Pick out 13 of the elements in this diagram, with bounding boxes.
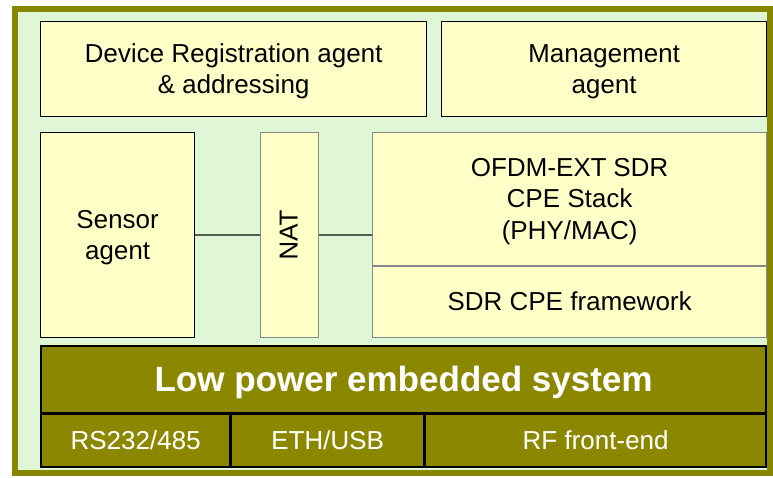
outer-frame	[12, 6, 773, 476]
interface-box: RS232/485	[40, 413, 231, 468]
agent-box: Device Registration agent & addressing	[40, 21, 427, 117]
connector-line	[195, 234, 260, 236]
interface-box: ETH/USB	[230, 413, 425, 468]
agent-box: Sensor agent	[40, 132, 195, 338]
interface-box: RF front-end	[424, 413, 767, 468]
connector-line	[319, 234, 372, 236]
nat-box: NAT	[260, 132, 319, 338]
system-bar: Low power embedded system	[40, 345, 767, 414]
framework-box: SDR CPE framework	[372, 266, 767, 338]
stack-box: OFDM-EXT SDR CPE Stack (PHY/MAC)	[372, 132, 767, 266]
agent-box: Management agent	[441, 21, 767, 117]
